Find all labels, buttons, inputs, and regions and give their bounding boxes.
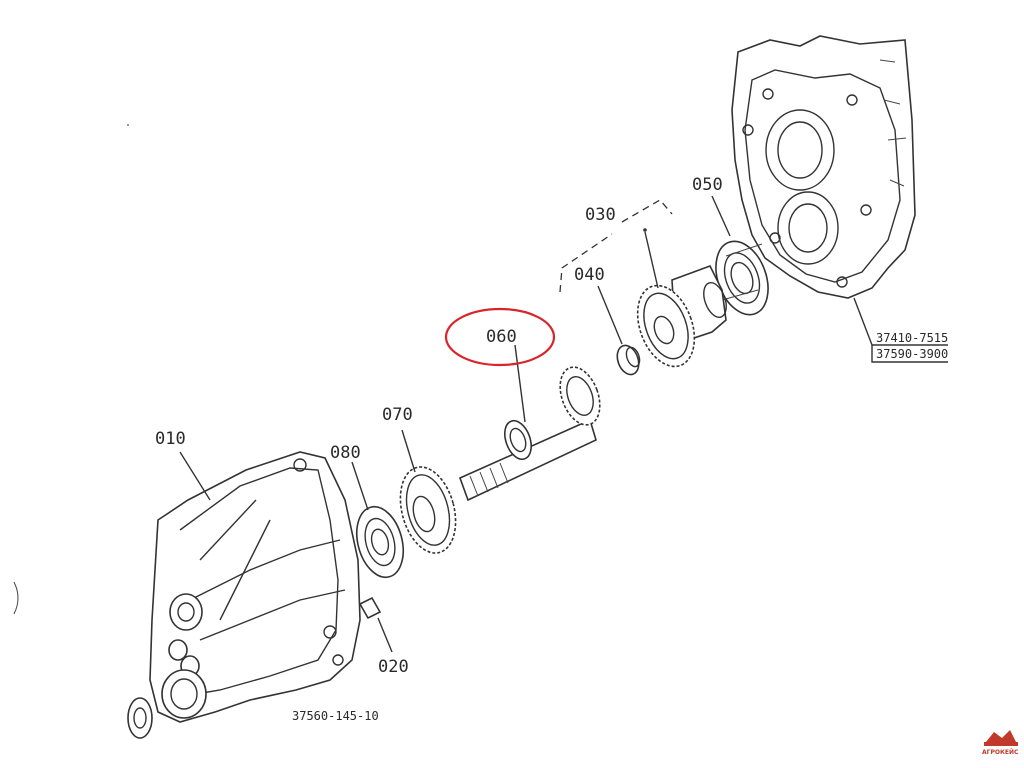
gear-070 [399,466,457,554]
shaft-060 [458,366,601,502]
highlight-ellipse [444,307,556,367]
label-050: 050 [692,175,723,195]
gear-030 [636,265,727,368]
label-030: 030 [585,205,616,225]
label-080: 080 [330,443,361,463]
watermark-logo: АГРОКЕЙС [982,730,1019,756]
label-040: 040 [574,265,605,285]
label-020: 020 [378,657,409,677]
part-number-box: 37410-7515 37590-3900 [871,331,948,363]
scan-dot [127,124,129,126]
part-number-left: 37560-145-10 [292,709,379,723]
label-070: 070 [382,405,413,425]
bearing-080 [355,505,405,579]
label-060: 060 [486,327,517,347]
scan-mark [13,581,19,615]
housing-cover-010 [127,451,361,739]
part-number-right-bottom: 37590-3900 [876,347,948,361]
pin-020 [358,596,382,620]
collar-040 [616,344,641,376]
gear-case-housing [731,35,916,299]
part-number-right-top: 37410-7515 [876,331,948,345]
watermark-text: АГРОКЕЙС [982,748,1019,756]
leader-lines [179,195,873,653]
label-010: 010 [155,429,186,449]
